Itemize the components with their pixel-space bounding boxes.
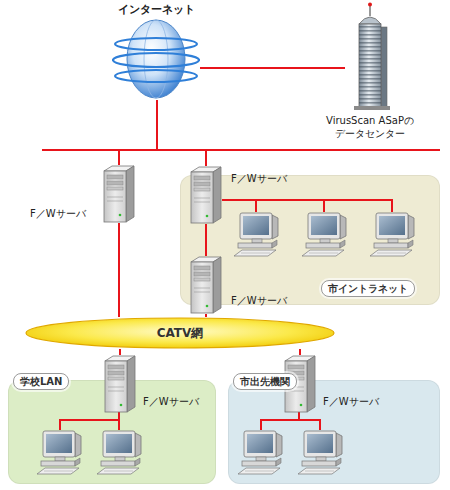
firewall-server: F／Wサーバ [102,165,136,223]
internet-globe: インターネット [112,18,200,100]
firewall-server-shape [102,165,136,223]
region-label: 学校LAN [13,373,69,390]
datacenter-building-shape [345,2,395,110]
network-line [299,349,301,355]
network-line [119,349,121,355]
firewall-server: F／Wサーバ [189,166,223,224]
backbone-line [42,149,440,151]
network-line [205,224,207,256]
catv-network: CATV網 [25,317,335,349]
firewall-server-shape [189,256,223,314]
node-label: CATV網 [25,325,335,341]
datacenter-building: VirusScan ASaPの データセンター [345,2,395,110]
network-region: 市イントラネット F／Wサーバ F／Wサーバ [180,175,440,305]
node-label: F／Wサーバ [323,395,379,408]
network-line [118,223,120,317]
firewall-server: F／Wサーバ [189,256,223,314]
node-label: F／Wサーバ [231,294,287,307]
node-label: F／Wサーバ [231,172,287,185]
network-line [157,100,206,166]
network-line [205,314,207,317]
node-label: VirusScan ASaPの データセンター [310,114,430,140]
region-label: 市イントラネット [321,280,415,297]
network-line [200,67,345,69]
node-label: F／Wサーバ [143,395,199,408]
node-label: インターネット [112,3,200,17]
internet-globe-shape [112,18,200,100]
node-label: F／Wサーバ [30,207,86,220]
firewall-server: F／Wサーバ [103,355,137,413]
firewall-server-shape [189,166,223,224]
firewall-server-shape [103,355,137,413]
network-line [119,100,157,165]
region-label: 市出先機関 [233,373,297,390]
